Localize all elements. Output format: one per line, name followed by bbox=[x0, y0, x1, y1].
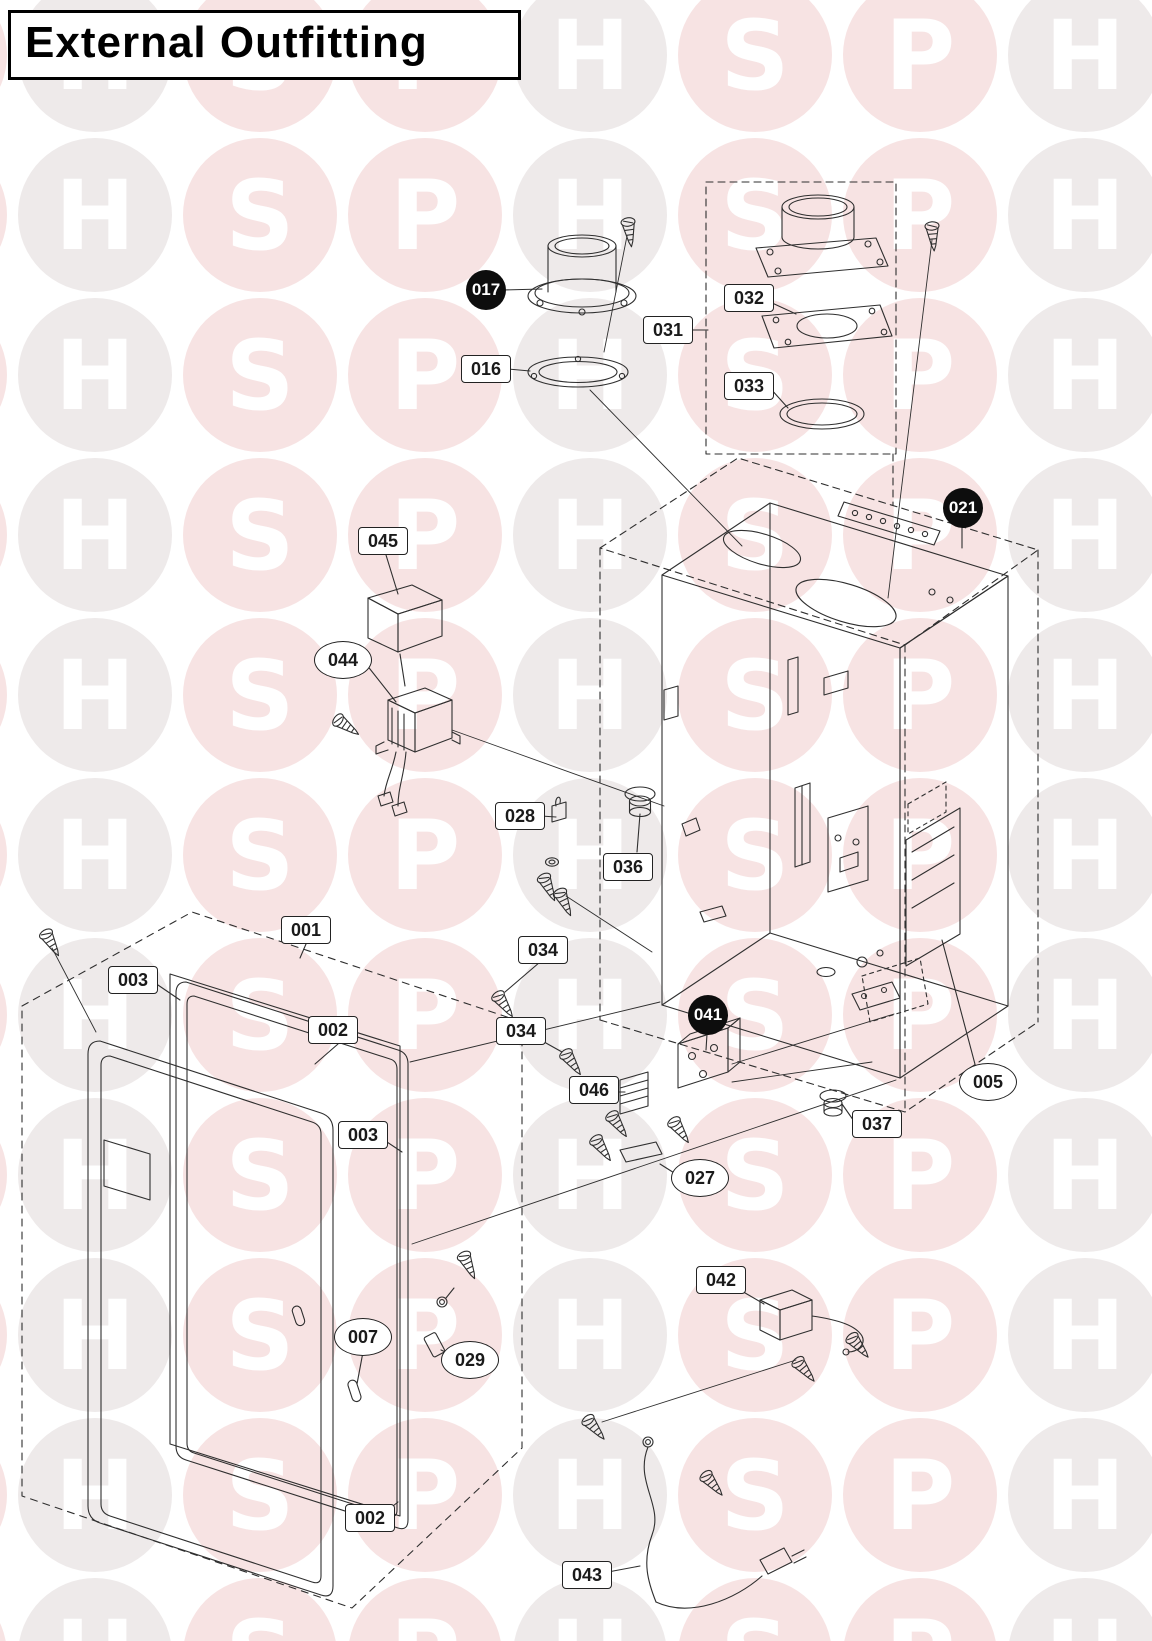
part-label-044: 044 bbox=[314, 641, 372, 679]
part-label-007: 007 bbox=[334, 1318, 392, 1356]
cabinet-dashed-outline-021 bbox=[599, 453, 1039, 1113]
terminal-block-046 bbox=[619, 1071, 649, 1115]
part-label-021: 021 bbox=[943, 488, 983, 528]
sensor-028 bbox=[544, 796, 567, 867]
part-label-017: 017 bbox=[466, 270, 506, 310]
transformer-044 bbox=[375, 687, 461, 817]
part-label-002-a: 002 bbox=[308, 1016, 358, 1044]
part-label-042: 042 bbox=[696, 1266, 746, 1294]
screw-icons bbox=[37, 216, 942, 1501]
construction-lines bbox=[51, 235, 933, 1423]
cover-box-045 bbox=[367, 584, 443, 687]
door-outer-panel bbox=[87, 1040, 334, 1597]
flue-adapter-group-031 bbox=[705, 181, 897, 455]
part-label-034-a: 034 bbox=[518, 936, 568, 964]
part-label-005: 005 bbox=[959, 1063, 1017, 1101]
part-label-031: 031 bbox=[643, 316, 693, 344]
part-label-041: 041 bbox=[688, 995, 728, 1035]
flue-gasket-016 bbox=[527, 355, 629, 388]
transformer-042 bbox=[759, 1289, 864, 1356]
part-label-003-a: 003 bbox=[108, 966, 158, 994]
part-label-033: 033 bbox=[724, 372, 774, 400]
part-label-043: 043 bbox=[562, 1561, 612, 1589]
door-inner-frame bbox=[175, 981, 409, 1530]
thermistor-cable-043 bbox=[642, 1436, 807, 1609]
grommet-036 bbox=[624, 786, 656, 818]
part-label-016: 016 bbox=[461, 355, 511, 383]
part-label-032: 032 bbox=[724, 284, 774, 312]
leader-lines bbox=[154, 288, 977, 1573]
door-gasket-003 bbox=[169, 973, 401, 1517]
part-label-028: 028 bbox=[495, 802, 545, 830]
flue-collar-017 bbox=[527, 234, 637, 316]
part-label-003-b: 003 bbox=[338, 1121, 388, 1149]
part-label-045: 045 bbox=[358, 527, 408, 555]
slot-007-part bbox=[347, 1379, 362, 1403]
part-label-002-b: 002 bbox=[345, 1504, 395, 1532]
part-label-034-b: 034 bbox=[496, 1017, 546, 1045]
part-label-027: 027 bbox=[671, 1159, 729, 1197]
page-title: External Outfitting bbox=[8, 10, 521, 81]
part-label-046: 046 bbox=[569, 1076, 619, 1104]
part-label-037: 037 bbox=[852, 1110, 902, 1138]
fuse-029 bbox=[423, 1287, 455, 1358]
door-dashed-outline-001 bbox=[21, 911, 523, 1609]
part-label-029: 029 bbox=[441, 1341, 499, 1379]
grommet-037 bbox=[819, 1089, 847, 1117]
part-label-001: 001 bbox=[281, 916, 331, 944]
part-label-036: 036 bbox=[603, 853, 653, 881]
clip-027 bbox=[619, 1141, 663, 1163]
cabinet-body bbox=[661, 501, 1009, 1079]
door-sticker bbox=[103, 1139, 151, 1201]
